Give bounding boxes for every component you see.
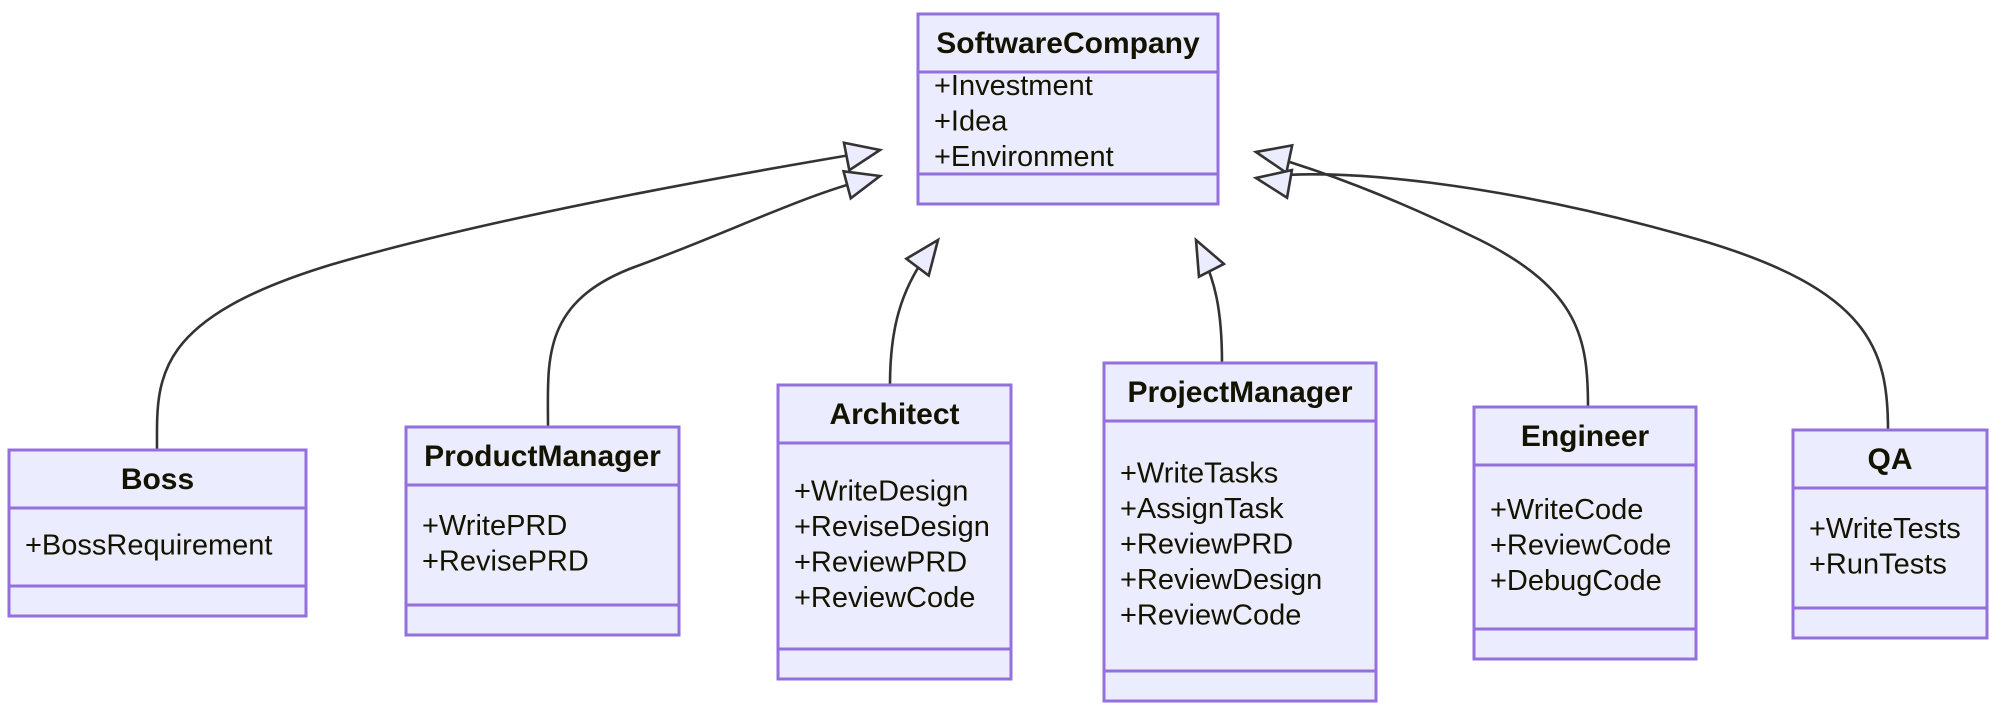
class-member-softwarecompany-2: +Environment	[934, 141, 1114, 173]
class-member-productmanager-1: +RevisePRD	[422, 545, 589, 577]
class-title-projectmanager: ProjectManager	[1127, 376, 1352, 409]
class-title-architect: Architect	[829, 398, 959, 431]
class-title-boss: Boss	[121, 463, 194, 496]
class-box-outline	[1472, 405, 1698, 661]
edge-line	[1255, 173, 1890, 431]
class-member-engineer-2: +DebugCode	[1490, 565, 1662, 597]
class-member-engineer-1: +ReviewCode	[1490, 530, 1671, 562]
class-box-outline	[7, 448, 308, 618]
inheritance-edge-projectmanager	[1194, 236, 1227, 364]
class-node-projectmanager[interactable]: ProjectManager +WriteTasks+AssignTask +Rev…	[1102, 361, 1378, 703]
class-member-engineer-0: +WriteCode	[1490, 494, 1643, 526]
inheritance-edge-productmanager	[546, 169, 884, 428]
class-node-softwarecompany[interactable]: SoftwareCompany +Investment +Idea+Environm…	[916, 12, 1220, 206]
inheritance-edge-boss	[155, 141, 884, 451]
class-member-projectmanager-4: +ReviewCode	[1120, 600, 1301, 632]
class-title-engineer: Engineer	[1521, 420, 1650, 453]
class-title-softwarecompany: SoftwareCompany	[936, 27, 1200, 60]
class-box-outline	[1102, 361, 1378, 703]
class-member-architect-3: +ReviewCode	[794, 582, 975, 614]
edge-line	[1255, 150, 1590, 408]
class-member-projectmanager-0: +WriteTasks	[1120, 458, 1278, 490]
class-title-qa: QA	[1868, 443, 1913, 476]
edges-layer	[155, 141, 1890, 451]
inheritance-arrowhead-icon	[1252, 143, 1294, 175]
class-node-productmanager[interactable]: ProductManager +WritePRD+RevisePRD	[404, 425, 681, 637]
class-title-productmanager: ProductManager	[424, 440, 661, 473]
inheritance-edge-architect	[888, 237, 941, 386]
class-box-outline	[1791, 428, 1989, 640]
class-box-outline	[916, 12, 1220, 206]
class-member-boss-0: +BossRequirement	[25, 530, 272, 562]
nodes-layer: SoftwareCompany +Investment +Idea+Environm…	[7, 12, 1989, 703]
class-node-architect[interactable]: Architect+WriteDesign+ReviseDesign+Revie…	[776, 383, 1013, 681]
class-member-qa-1: +RunTests	[1809, 548, 1947, 580]
inheritance-arrowhead-icon	[904, 237, 941, 278]
edge-line	[155, 148, 881, 451]
inheritance-arrowhead-icon	[1194, 236, 1227, 279]
inheritance-arrowhead-icon	[1252, 168, 1294, 200]
class-member-softwarecompany-0: +Investment	[934, 70, 1093, 102]
class-member-architect-2: +ReviewPRD	[794, 546, 967, 578]
class-member-softwarecompany-1: +Idea	[934, 106, 1008, 138]
class-box-outline	[404, 425, 681, 637]
inheritance-arrowhead-icon	[842, 141, 884, 173]
class-member-projectmanager-1: +AssignTask	[1120, 493, 1284, 525]
class-member-architect-1: +ReviseDesign	[794, 511, 990, 543]
edge-line	[546, 174, 881, 428]
inheritance-edge-engineer	[1252, 143, 1590, 408]
class-node-engineer[interactable]: Engineer +WriteCode +ReviewCode+DebugCode	[1472, 405, 1698, 661]
class-box-outline	[776, 383, 1013, 681]
class-member-architect-0: +WriteDesign	[794, 475, 968, 507]
class-member-projectmanager-2: +ReviewPRD	[1120, 529, 1293, 561]
class-member-qa-0: +WriteTests	[1809, 513, 1961, 545]
class-node-qa[interactable]: QA +WriteTests+RunTests	[1791, 428, 1989, 640]
class-node-boss[interactable]: Boss +BossRequirement	[7, 448, 308, 618]
class-member-projectmanager-3: +ReviewDesign	[1120, 564, 1322, 596]
inheritance-arrowhead-icon	[841, 169, 884, 201]
class-member-productmanager-0: +WritePRD	[422, 510, 567, 542]
inheritance-edge-qa	[1252, 168, 1890, 431]
